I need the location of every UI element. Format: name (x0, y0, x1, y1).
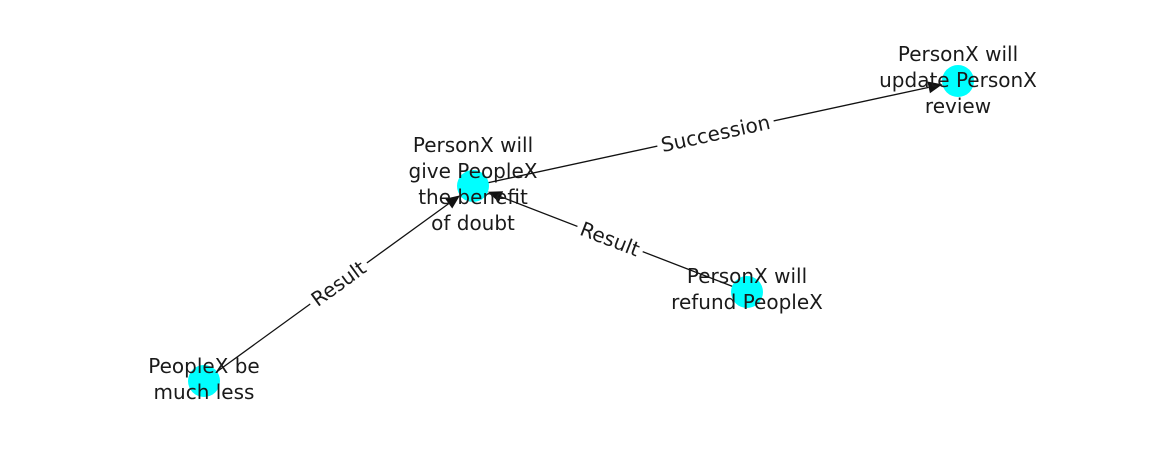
node-circle[interactable] (457, 170, 489, 202)
edge-label: Result (302, 252, 375, 315)
edge-label-text: Succession (659, 110, 773, 157)
node-label-line: refund PeopleX (671, 290, 823, 314)
edge-label-text: Result (577, 217, 643, 262)
node-label-line: PersonX will (413, 133, 533, 157)
edge-label-background (654, 108, 777, 159)
arrowhead-icon (927, 81, 943, 94)
node-label-line: the benefit (418, 185, 528, 209)
node-circle[interactable] (188, 365, 220, 397)
node-label-line: PeopleX be (148, 354, 260, 378)
edge-label-text: Result (306, 256, 370, 312)
edge-label: Succession (654, 108, 777, 159)
arrowhead-icon (487, 191, 504, 203)
node-circle[interactable] (731, 276, 763, 308)
node-label-line: PersonX will (687, 264, 807, 288)
node-label-line: much less (154, 380, 255, 404)
node-label-line: review (925, 94, 991, 118)
arrowhead-icon (445, 195, 461, 209)
edge-label-background (302, 252, 375, 315)
node-circle[interactable] (942, 65, 974, 97)
edge-label-background (572, 214, 648, 264)
node-label-line: of doubt (431, 211, 515, 235)
edges-layer (203, 81, 943, 382)
node-label-line: give PeopleX (409, 159, 538, 183)
node-label-line: PersonX will (898, 42, 1018, 66)
edge-label: Result (572, 214, 648, 264)
node-label-line: update PersonX (879, 68, 1037, 92)
